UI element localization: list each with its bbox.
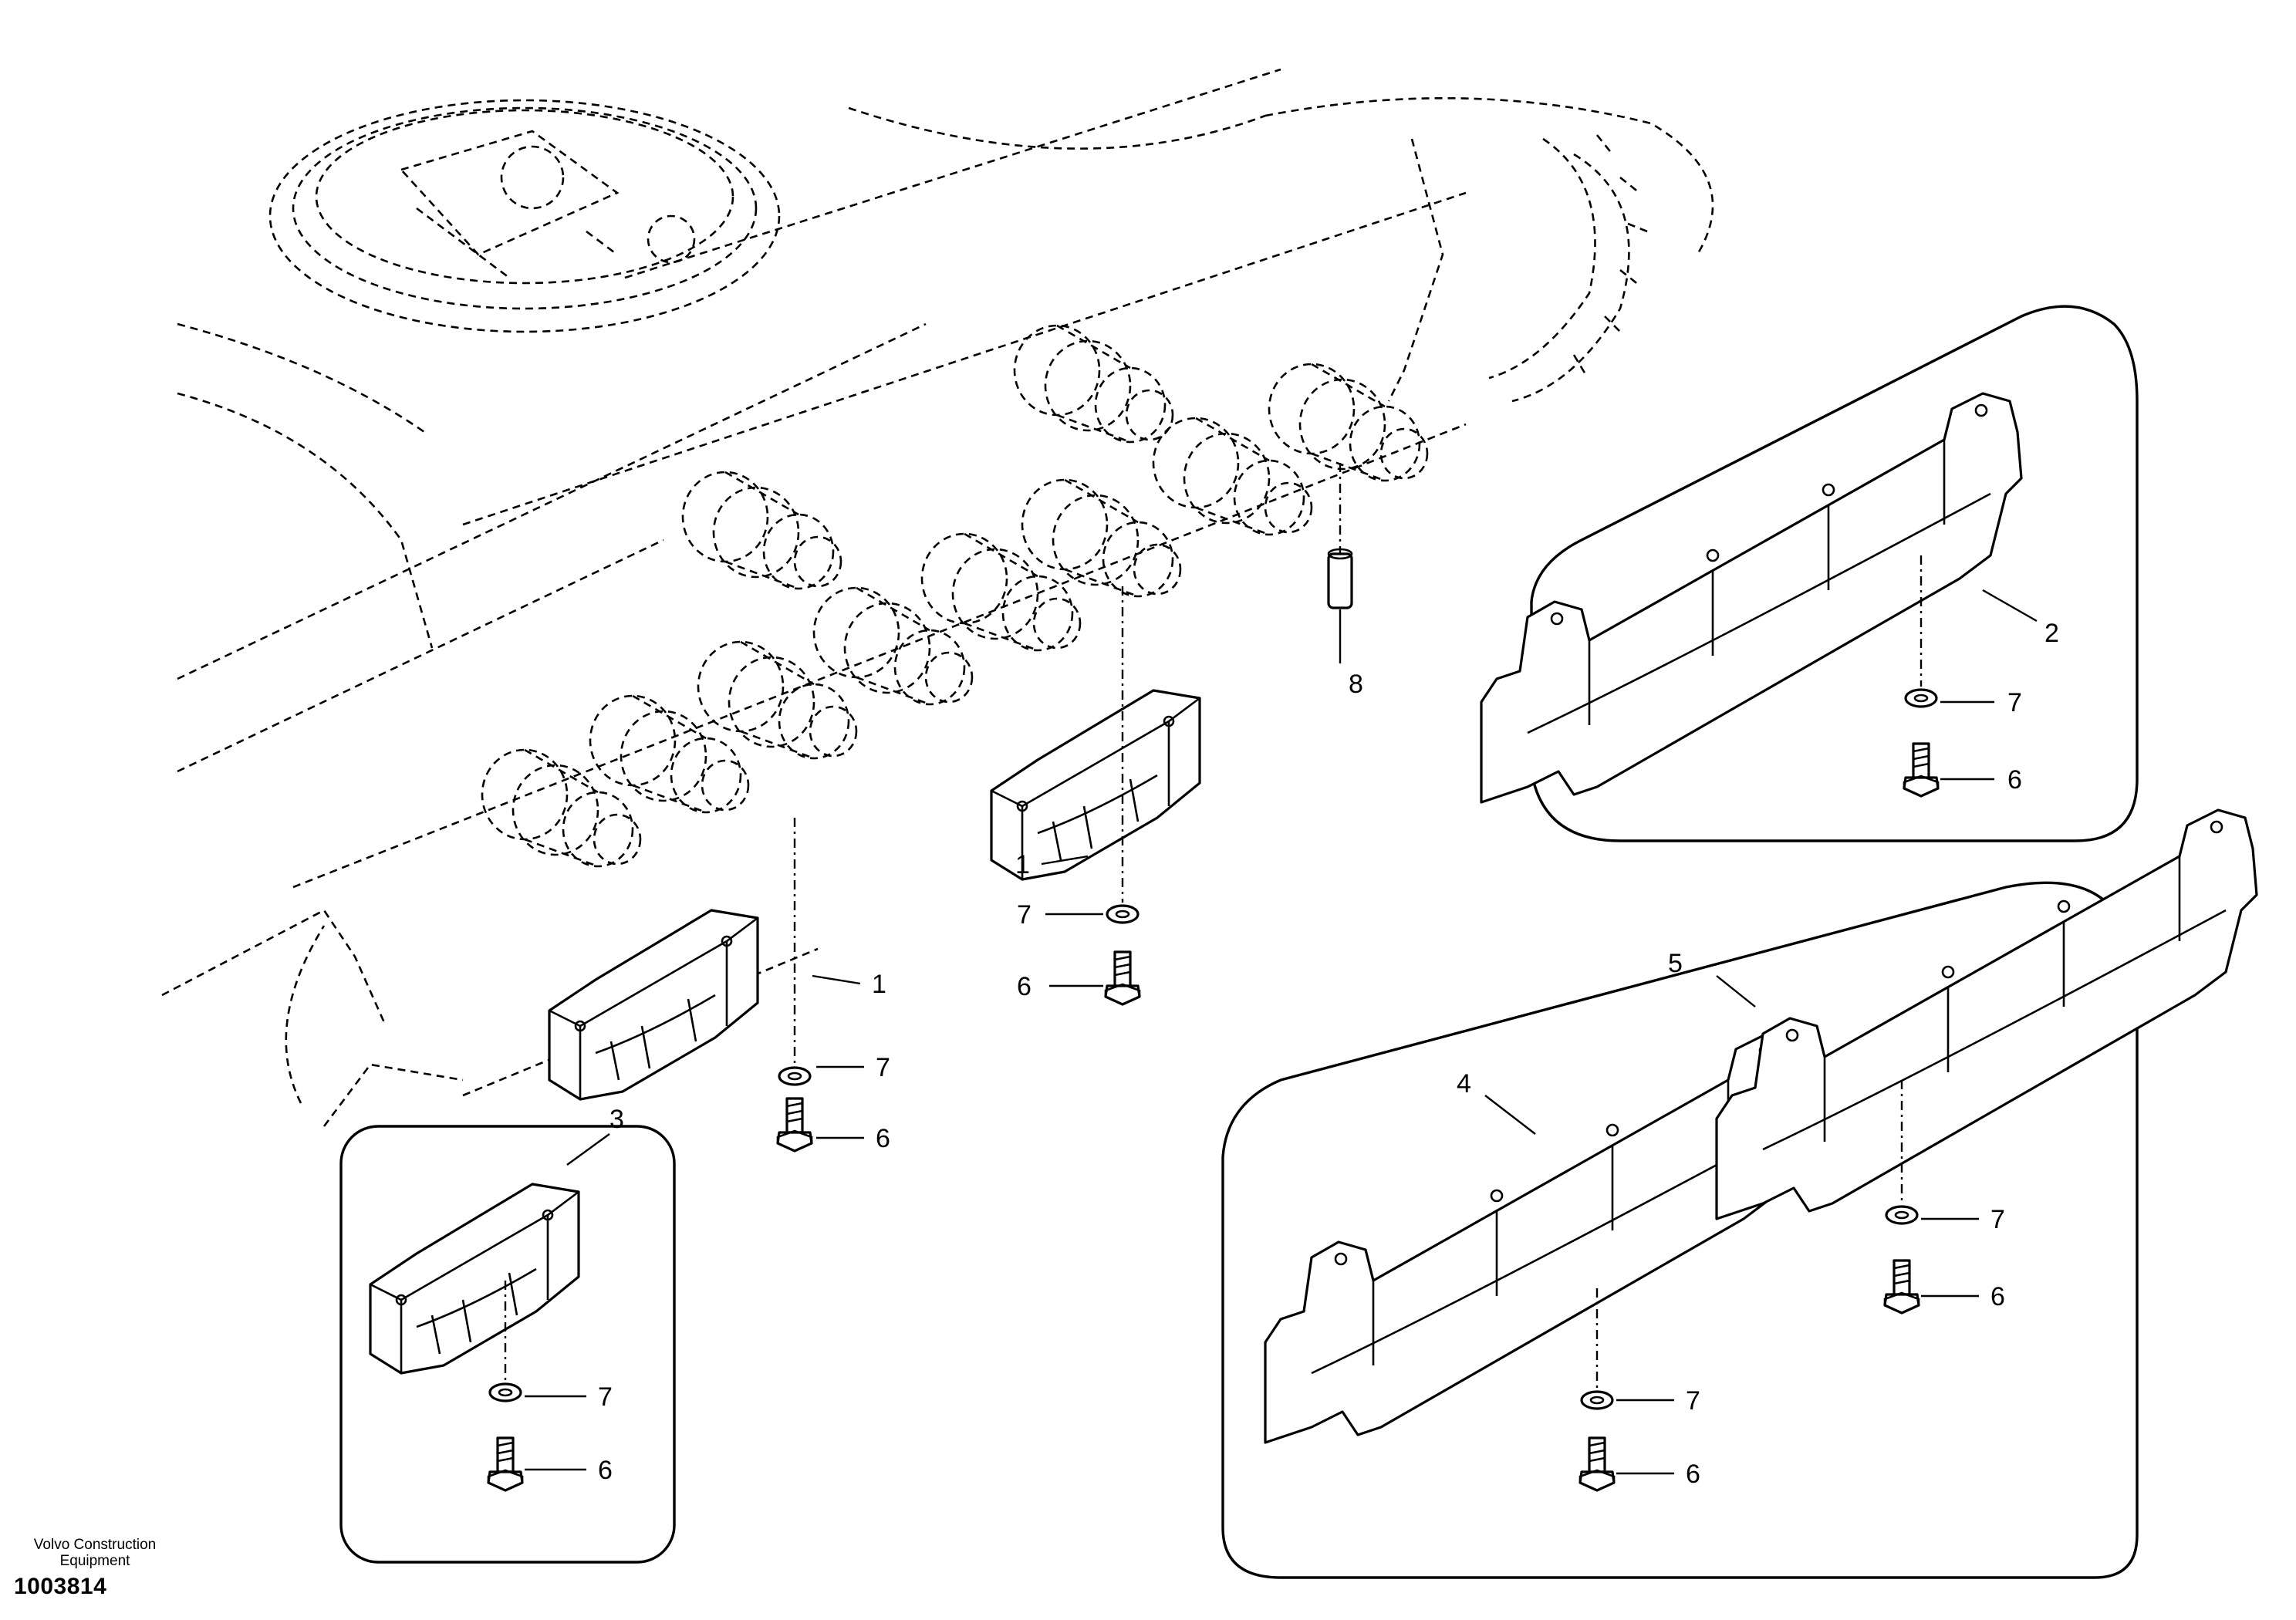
callout-7-center: 7 <box>1017 900 1032 930</box>
callout-3: 3 <box>609 1105 624 1134</box>
manufacturer-name: Volvo Construction Equipment <box>14 1537 176 1569</box>
callout-5: 5 <box>1668 949 1683 978</box>
bolt-left <box>776 1097 813 1153</box>
drawing-number: 1003814 <box>14 1574 107 1599</box>
main-guard-assembly <box>548 463 1353 1153</box>
callout-6-panel4: 6 <box>1686 1460 1700 1489</box>
callout-6-panel3: 6 <box>598 1456 613 1485</box>
callout-8: 8 <box>1349 670 1363 699</box>
callout-4: 4 <box>1457 1069 1471 1099</box>
panel-guard-3 <box>339 1125 676 1564</box>
washer-center <box>1106 904 1140 924</box>
callout-7-panel45: 7 <box>1990 1205 2005 1234</box>
panel-guard-4-5 <box>1221 808 2258 1579</box>
callout-6-center: 6 <box>1017 972 1032 1001</box>
callout-7-panel4: 7 <box>1686 1386 1700 1416</box>
callout-2: 2 <box>2044 619 2059 648</box>
track-guard-left <box>548 909 759 1101</box>
manufacturer-line-2: Equipment <box>59 1553 130 1569</box>
bolt-center <box>1104 950 1141 1006</box>
guard-part-4 <box>1264 1032 1807 1444</box>
callout-7-panel3: 7 <box>598 1382 613 1412</box>
washer-left <box>778 1066 812 1086</box>
guard-part-5 <box>1715 808 2258 1220</box>
callout-6-left: 6 <box>876 1124 890 1153</box>
callout-1-left: 1 <box>872 970 886 999</box>
callout-7-left: 7 <box>876 1053 890 1082</box>
callout-1-center: 1 <box>1015 850 1030 879</box>
panel-guard-2 <box>1480 305 2139 842</box>
callout-labels: 1 1 2 3 4 5 6 6 6 6 6 7 7 7 7 7 8 6 7 <box>598 619 2059 1489</box>
pin-part-8 <box>1327 463 1353 663</box>
manufacturer-line-1: Volvo Construction <box>33 1537 157 1553</box>
callout-6-panel2: 6 <box>2007 765 2022 795</box>
footer: Volvo Construction Equipment 1003814 <box>14 1537 176 1600</box>
callout-6-panel45: 6 <box>1990 1282 2005 1311</box>
undercarriage-phantom <box>161 68 1714 1127</box>
callout-7-panel2: 7 <box>2007 688 2022 717</box>
